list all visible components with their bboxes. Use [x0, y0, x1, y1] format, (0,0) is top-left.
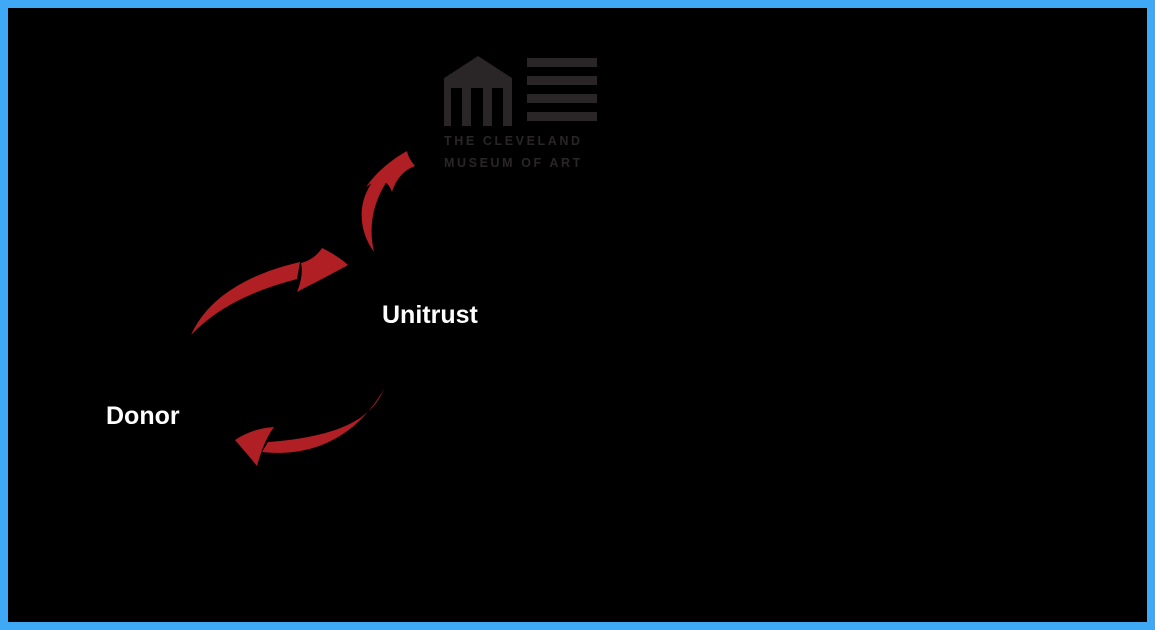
museum-columns-shape: [444, 88, 512, 126]
logo-wordmark-line2: MUSEUM OF ART: [444, 156, 583, 170]
donor-label: Donor: [106, 402, 180, 430]
arrow-unitrust-to-donor-head: [235, 427, 274, 466]
arrow-donor-to-unitrust-head: [297, 248, 348, 292]
arrow-unitrust-to-donor-body: [262, 389, 384, 453]
arrow-unitrust-to-museum-head: [366, 151, 415, 192]
unitrust-label: Unitrust: [382, 301, 478, 329]
museum-building-icon: [444, 56, 512, 126]
cma-logo: THE CLEVELAND MUSEUM OF ART: [444, 56, 598, 176]
arrow-unitrust-to-museum: [361, 151, 415, 252]
logo-bars-icon: [527, 58, 597, 121]
logo-wordmark-line1: THE CLEVELAND: [444, 134, 583, 148]
arrow-donor-to-unitrust-body: [191, 262, 300, 335]
arrow-unitrust-to-museum-body: [361, 176, 387, 252]
arrow-donor-to-unitrust: [191, 248, 348, 335]
arrow-unitrust-to-donor: [235, 389, 384, 466]
